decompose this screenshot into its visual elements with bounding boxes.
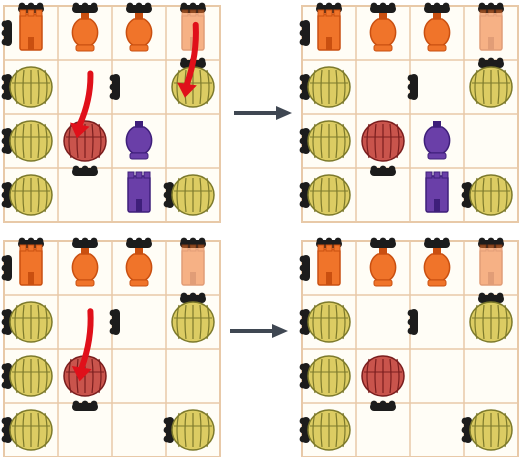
yellow-pod-piece: [9, 120, 53, 162]
orange-vase-piece: [125, 13, 153, 52]
wall-segment: [407, 74, 418, 100]
orange-tower-piece: [317, 9, 341, 51]
wall-segment: [1, 309, 12, 335]
board-pieces: [9, 244, 215, 451]
wall-segment: [370, 237, 396, 248]
wall-segment: [424, 237, 450, 248]
yellow-pod-piece: [307, 355, 351, 397]
wall-segment: [180, 292, 206, 303]
yellow-pod-piece: [171, 174, 215, 216]
yellow-pod-piece: [469, 66, 513, 108]
orange-vase-piece: [369, 13, 397, 52]
yellow-pod-move-arrow-icon: [177, 21, 199, 98]
wall-segment: [299, 255, 310, 281]
wall-segment: [126, 2, 152, 13]
wall-segment: [370, 165, 396, 176]
orange-tower-piece: [479, 244, 503, 286]
wall-segment: [109, 74, 120, 100]
board-walls: [1, 2, 206, 208]
wall-segment: [72, 237, 98, 248]
yellow-pod-piece: [9, 66, 53, 108]
wall-segment: [478, 57, 504, 68]
wall-segment: [478, 292, 504, 303]
wall-segment: [299, 20, 310, 46]
yellow-pod-piece: [9, 301, 53, 343]
wall-segment: [1, 20, 12, 46]
wall-segment: [299, 363, 310, 389]
wall-segment: [126, 237, 152, 248]
purple-vase-piece: [125, 121, 153, 160]
orange-vase-piece: [369, 248, 397, 287]
board-walls: [299, 2, 504, 208]
yellow-pod-piece: [171, 301, 215, 343]
board-walls: [1, 237, 206, 443]
board-pieces: [9, 9, 215, 216]
orange-vase-piece: [125, 248, 153, 287]
orange-tower-piece: [181, 244, 205, 286]
purple-tower-piece: [425, 171, 449, 213]
wall-segment: [299, 417, 310, 443]
purple-tower-piece: [127, 171, 151, 213]
wall-segment: [299, 182, 310, 208]
wall-segment: [1, 128, 12, 154]
wall-segment: [370, 2, 396, 13]
yellow-pod-piece: [307, 174, 351, 216]
orange-tower-piece: [19, 9, 43, 51]
wall-segment: [370, 400, 396, 411]
yellow-pod-piece: [307, 301, 351, 343]
board-pieces: [307, 9, 513, 216]
orange-vase-piece: [71, 13, 99, 52]
board-bottom-left: [1, 237, 221, 457]
orange-vase-piece: [423, 248, 451, 287]
board-top-left: [1, 2, 221, 223]
wall-segment: [461, 417, 472, 443]
orange-tower-piece: [317, 244, 341, 286]
yellow-pod-piece: [171, 409, 215, 451]
wall-segment: [72, 2, 98, 13]
yellow-pod-piece: [307, 66, 351, 108]
wall-segment: [163, 182, 174, 208]
board-top-right: [299, 2, 519, 223]
wall-segment: [299, 128, 310, 154]
wall-segment: [72, 400, 98, 411]
red-pod-piece: [361, 120, 405, 162]
wall-segment: [1, 182, 12, 208]
yellow-pod-piece: [9, 174, 53, 216]
orange-vase-piece: [423, 13, 451, 52]
red-pod-move-arrow-icon: [69, 70, 94, 139]
wall-segment: [299, 309, 310, 335]
wall-segment: [1, 417, 12, 443]
yellow-pod-piece: [9, 409, 53, 451]
yellow-pod-piece: [469, 301, 513, 343]
wall-segment: [1, 363, 12, 389]
yellow-pod-piece: [307, 120, 351, 162]
purple-vase-piece: [423, 121, 451, 160]
board-bottom-right: [299, 237, 519, 457]
red-pod-move-arrow-icon: [71, 308, 94, 382]
wall-segment: [1, 255, 12, 281]
board-pieces: [307, 244, 513, 451]
orange-tower-piece: [479, 9, 503, 51]
orange-vase-piece: [71, 248, 99, 287]
transition-arrow-bottom-icon: [228, 322, 290, 344]
orange-tower-piece: [19, 244, 43, 286]
wall-segment: [1, 74, 12, 100]
wall-segment: [461, 182, 472, 208]
wall-segment: [109, 309, 120, 335]
wall-segment: [407, 309, 418, 335]
yellow-pod-piece: [469, 174, 513, 216]
wall-segment: [163, 417, 174, 443]
yellow-pod-piece: [469, 409, 513, 451]
yellow-pod-piece: [9, 355, 53, 397]
wall-segment: [299, 74, 310, 100]
red-pod-piece: [361, 355, 405, 397]
transition-arrow-top-icon: [232, 104, 294, 126]
wall-segment: [424, 2, 450, 13]
yellow-pod-piece: [307, 409, 351, 451]
wall-segment: [72, 165, 98, 176]
